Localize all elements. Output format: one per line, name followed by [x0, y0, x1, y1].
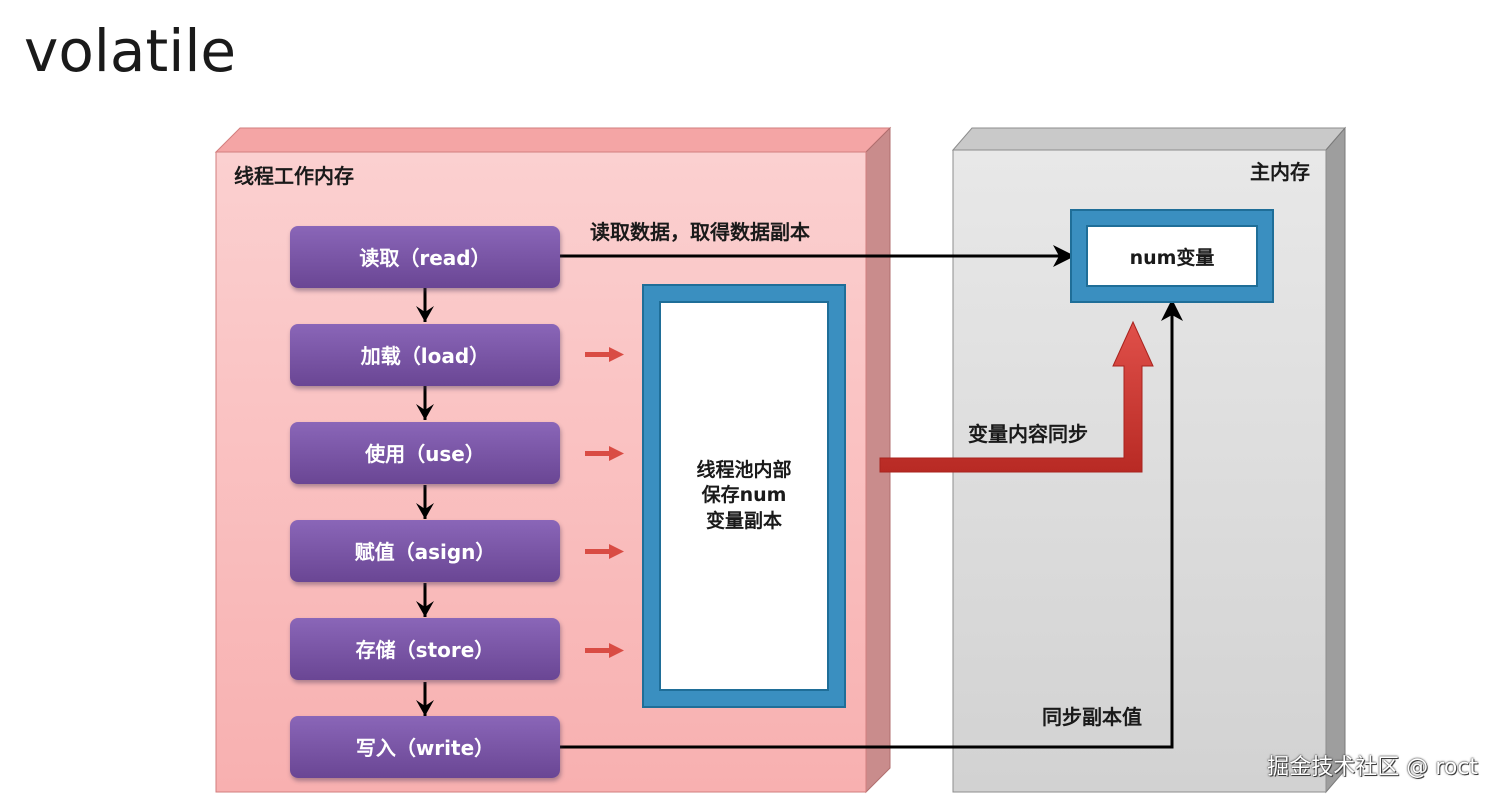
thread-variable-copy-box: 线程池内部 保存num 变量副本 — [644, 286, 844, 706]
step-load: 加载（load） — [290, 324, 560, 386]
step-use: 使用（use） — [290, 422, 560, 484]
copy-arrows — [585, 347, 624, 658]
thread-memory-label: 线程工作内存 — [234, 164, 354, 188]
slide-title: volatile — [24, 17, 237, 85]
copy-box-line: 线程池内部 — [696, 458, 792, 481]
watermark: 掘金技术社区 @ roct — [1267, 755, 1478, 780]
main-memory-label: 主内存 — [1250, 160, 1310, 184]
red-arrow-store — [585, 643, 624, 658]
copy-box-line: 变量副本 — [705, 509, 782, 532]
sync-arrow — [879, 320, 1154, 473]
copy-box-line: 保存num — [701, 484, 787, 507]
num-variable-label: num变量 — [1129, 246, 1215, 269]
step-store: 存储（store） — [290, 618, 560, 680]
step-read: 读取（read） — [290, 226, 560, 288]
copy-box-text: 线程池内部 保存num 变量副本 — [696, 458, 791, 535]
write-arrow-label: 同步副本值 — [1042, 705, 1142, 729]
write-arrow — [560, 299, 1183, 749]
step-write: 写入（write） — [290, 716, 560, 778]
num-variable-box: num变量 — [1072, 211, 1272, 301]
red-arrow-assign — [585, 544, 624, 559]
sync-arrow-label: 变量内容同步 — [968, 422, 1088, 446]
read-arrow-label: 读取数据，取得数据副本 — [590, 220, 810, 244]
red-arrow-load — [585, 347, 624, 362]
red-arrow-use — [585, 446, 624, 461]
step-assign: 赋值（asign） — [290, 520, 560, 582]
